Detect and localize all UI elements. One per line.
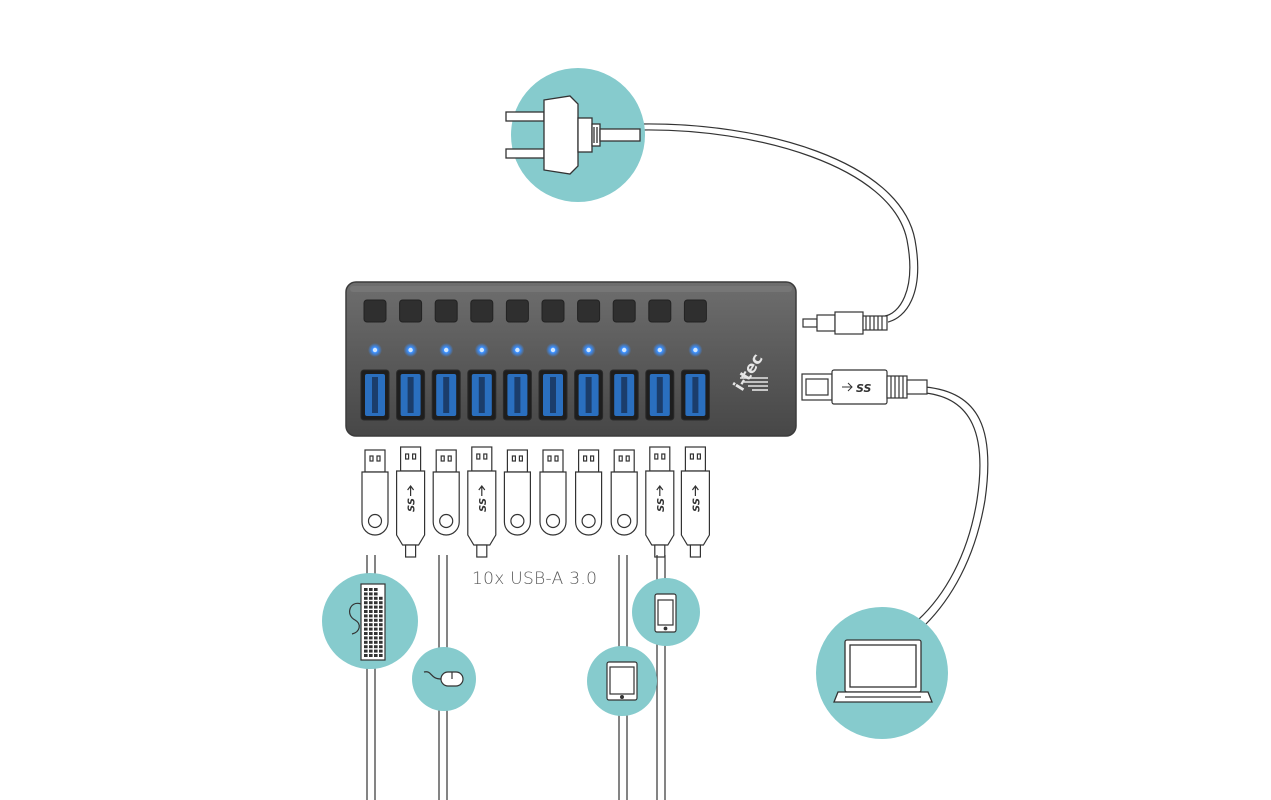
port-led-core (586, 347, 591, 353)
usb-cable-plug: SS (645, 446, 675, 558)
smartphone-icon (654, 593, 677, 633)
port-led-core (622, 347, 627, 353)
usb-flash-drive (539, 449, 567, 536)
port-power-button (612, 299, 636, 323)
usb-flash-drive (575, 449, 603, 536)
port-led-core (444, 347, 449, 353)
port-led-core (657, 347, 662, 353)
port-led-core (550, 347, 556, 353)
brand-logo-mark (740, 377, 768, 391)
svg-text:SS: SS (856, 382, 872, 395)
tablet-device (587, 646, 657, 716)
usb-hub: i-tec (345, 281, 797, 437)
usb-b-ss-badge: SS (842, 382, 872, 395)
port-power-button (683, 299, 707, 323)
usb-cable-plug: SS (680, 446, 710, 558)
usb-a-ports (360, 369, 710, 421)
port-led-core (515, 347, 520, 353)
laptop-device (816, 607, 948, 739)
usb-a-port (538, 369, 568, 421)
usb-a-port (431, 369, 461, 421)
usb-a-port (609, 369, 639, 421)
port-power-button (505, 299, 529, 323)
port-power-button (648, 299, 672, 323)
keyboard-icon (349, 583, 386, 661)
usb-a-port (396, 369, 426, 421)
laptop-cable (924, 386, 989, 626)
usb-cable-plug: SS (396, 446, 426, 558)
usb-sticks: SS SS SS SS (361, 446, 710, 558)
smartphone-device (632, 578, 700, 646)
mouse-device (412, 647, 476, 711)
ports-label: 10x USB-A 3.0 (472, 569, 598, 589)
usb-a-port (680, 369, 710, 421)
usb-cable-plug: SS (467, 446, 497, 558)
usb-a-port (467, 369, 497, 421)
usb-a-port (645, 369, 675, 421)
dc-power-jack (802, 311, 888, 335)
usb-flash-drive (610, 449, 638, 536)
usb-b-connector (801, 369, 928, 405)
usb-ss-badge: SS (478, 498, 489, 512)
port-power-button (363, 299, 387, 323)
usb-flash-drive (503, 449, 531, 536)
power-plug-icon (505, 95, 641, 175)
port-power-button (577, 299, 601, 323)
port-power-buttons (363, 299, 707, 323)
keyboard-device (322, 573, 418, 669)
laptop-icon (833, 639, 933, 703)
usb-a-port (574, 369, 604, 421)
power-plug-device (505, 68, 645, 202)
usb-a-port (360, 369, 390, 421)
usb-ss-badge: SS (407, 498, 418, 512)
port-power-button (399, 299, 423, 323)
cables (639, 123, 989, 626)
usb-ss-badge: SS (691, 498, 702, 512)
mouse-icon (423, 671, 464, 687)
usb-flash-drive (432, 449, 460, 536)
port-led-core (693, 347, 698, 353)
usb-a-port (502, 369, 532, 421)
tablet-icon (606, 661, 638, 701)
port-power-button (434, 299, 458, 323)
port-power-button (541, 299, 565, 323)
port-power-button (470, 299, 494, 323)
port-led-core (408, 347, 413, 353)
port-led-core (479, 347, 484, 353)
usb-ss-badge: SS (656, 498, 667, 512)
port-status-leds (368, 343, 703, 357)
usb-flash-drive (361, 449, 389, 536)
power-cable (639, 123, 919, 323)
port-led-core (372, 347, 378, 353)
